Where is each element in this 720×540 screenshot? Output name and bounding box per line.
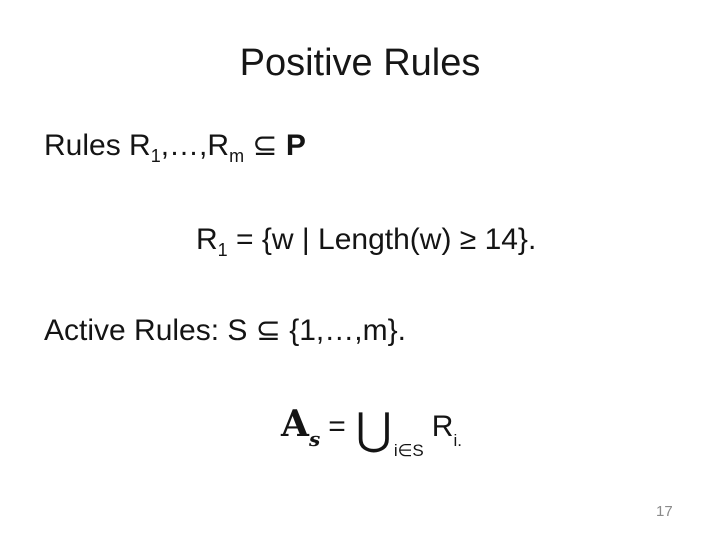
subscript-m: m [229, 146, 245, 166]
equals-sign: = [328, 410, 346, 443]
union-formula-line: As = ⋃i∈S Ri. [281, 403, 462, 461]
subscript-i: i. [453, 431, 462, 450]
page-number: 17 [656, 503, 673, 520]
rules-definition-line: Rules R1,…,Rm ⊆ P [44, 128, 306, 167]
union-icon: ⋃ [355, 405, 392, 454]
r1-definition-text: = {w | Length(w) ≥ 14}. [227, 223, 537, 256]
a-symbol: A [281, 403, 309, 445]
subset-operator: ⊆ [244, 129, 286, 162]
union-index-subscript: i∈S [393, 441, 424, 460]
rules-prefix-text: Rules R [44, 129, 151, 162]
rules-mid-text: ,…,R [160, 129, 230, 162]
r1-symbol: R [196, 223, 218, 256]
r1-definition-line: R1 = {w | Length(w) ≥ 14}. [196, 223, 536, 261]
subscript-1: 1 [217, 240, 228, 260]
subscript-1: 1 [150, 146, 161, 166]
r-symbol: R [431, 410, 454, 443]
slide-title: Positive Rules [239, 42, 481, 84]
bold-p-symbol: P [285, 129, 306, 162]
active-rules-line: Active Rules: S ⊆ {1,…,m}. [44, 313, 406, 348]
subscript-s: s [308, 427, 321, 451]
active-rules-text: Active Rules: S ⊆ {1,…,m}. [44, 314, 406, 347]
